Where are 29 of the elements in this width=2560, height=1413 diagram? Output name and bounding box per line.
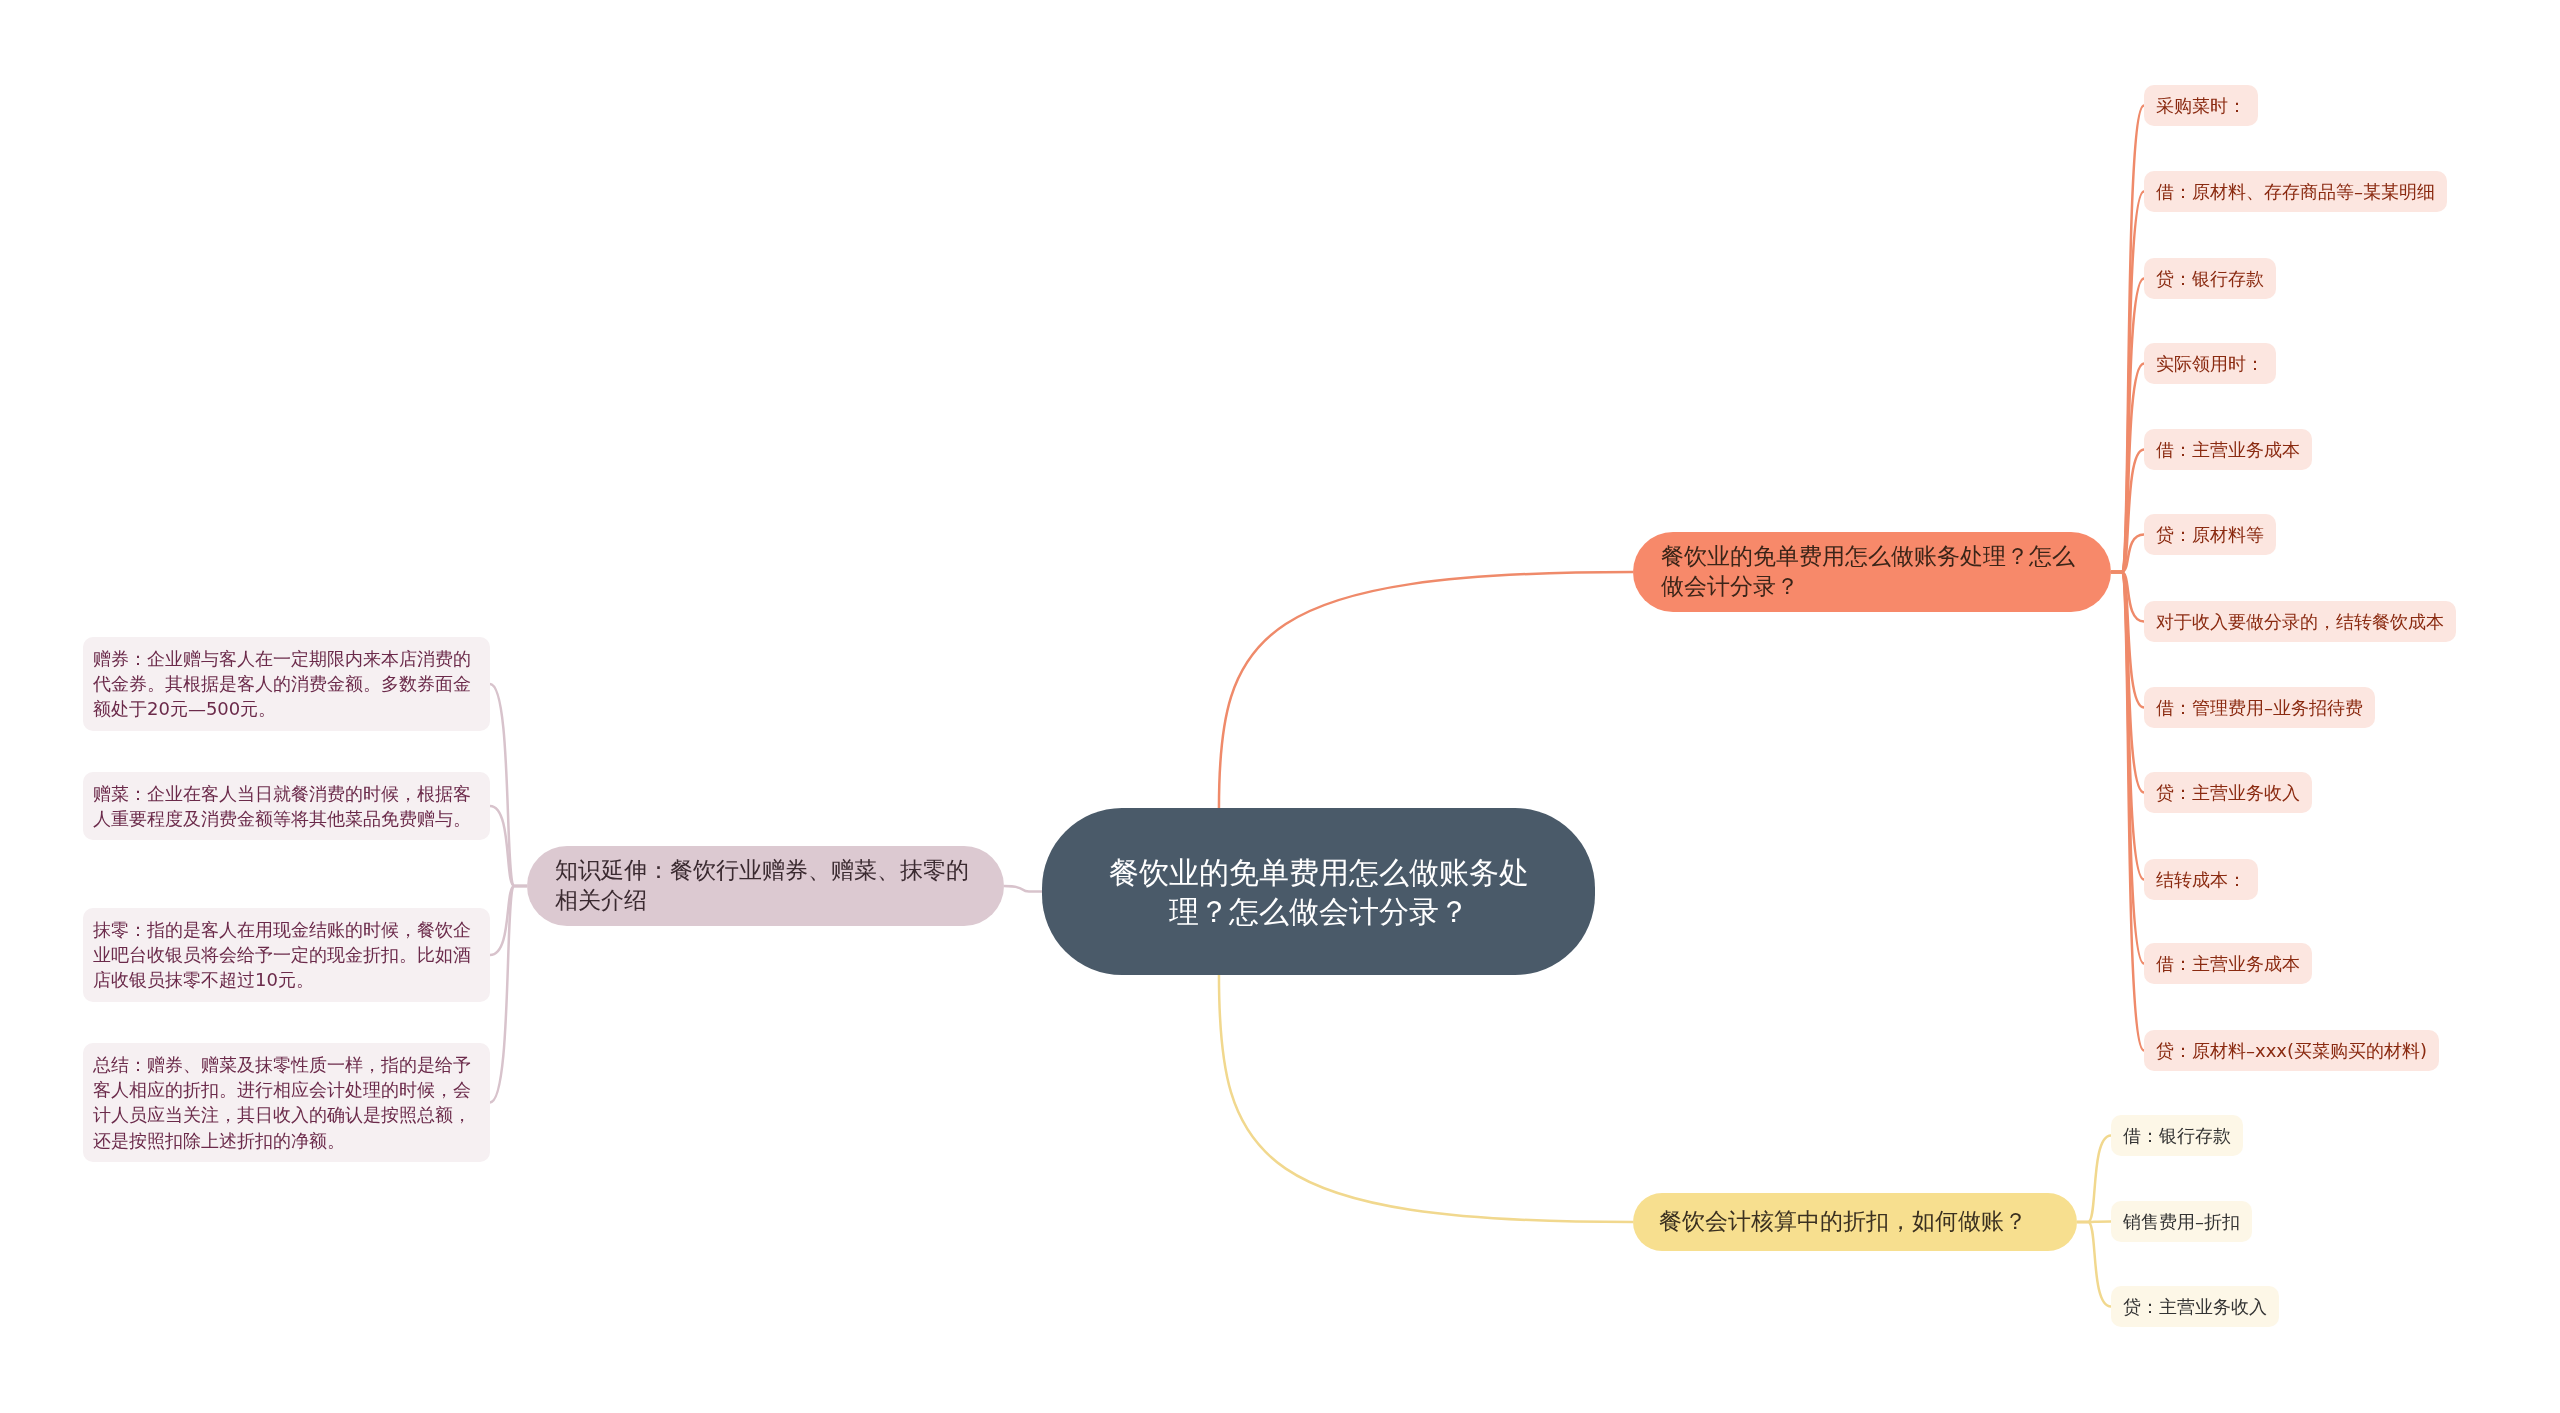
topic-box: 餐饮会计核算中的折扣，如何做账？ (1633, 1193, 2077, 1251)
connector-line (1003, 884, 1042, 893)
note-box: 总结：赠券、赠菜及抹零性质一样，指的是给予客人相应的折扣。进行相应会计处理的时候，会计人员应当关注，其日收入的确认是按照总额，还是按照扣除上述折扣的净额。 (83, 1043, 490, 1162)
subtopic-box: 贷：原材料–xxx(买菜购买的材料) (2144, 1029, 2439, 1071)
subtopic-box: 销售费用–折扣 (2111, 1200, 2252, 1242)
note-box: 赠菜：企业在客人当日就餐消费的时候，根据客人重要程度及消费金额等将其他菜品免费赠与。 (83, 772, 490, 841)
topic-box: 知识延伸：餐饮行业赠券、赠菜、抹零的相关介绍 (527, 846, 1004, 926)
topic-box: 餐饮业的免单费用怎么做账务处理？怎么做会计分录？ (1633, 532, 2111, 612)
central-topic: 餐饮业的免单费用怎么做账务处理？怎么做会计分录？ (1042, 808, 1595, 975)
subtopic-box: 借：主营业务成本 (2144, 428, 2312, 470)
note-box: 赠券：企业赠与客人在一定期限内来本店消费的代金券。其根据是客人的消费金额。多数券面金额处于20元—500元。 (83, 637, 490, 731)
subtopic-box: 借：主营业务成本 (2144, 942, 2312, 984)
connector-line (489, 884, 527, 1104)
subtopic-box: 实际领用时： (2144, 342, 2276, 384)
subtopic-box: 贷：原材料等 (2144, 513, 2276, 555)
connector-line (1217, 974, 1633, 1224)
connector-line (1217, 570, 1633, 809)
subtopic-box: 采购菜时： (2144, 84, 2258, 126)
subtopic-box: 贷：主营业务收入 (2111, 1285, 2279, 1327)
subtopic-box: 借：银行存款 (2111, 1114, 2243, 1156)
subtopic-box: 借：管理费用–业务招待费 (2144, 686, 2375, 728)
subtopic-box: 结转成本： (2144, 858, 2258, 900)
subtopic-box: 贷：主营业务收入 (2144, 771, 2312, 813)
subtopic-box: 借：原材料、存存商品等–某某明细 (2144, 170, 2447, 212)
connector-line (2077, 1220, 2112, 1308)
connector-line (2111, 570, 2146, 1052)
subtopic-box: 对于收入要做分录的，结转餐饮成本 (2144, 600, 2456, 642)
note-box: 抹零：指的是客人在用现金结账的时候，餐饮企业吧台收银员将会给予一定的现金折扣。比如酒店收银员抹零不超过10元。 (83, 908, 490, 1002)
subtopic-box: 贷：银行存款 (2144, 257, 2276, 299)
